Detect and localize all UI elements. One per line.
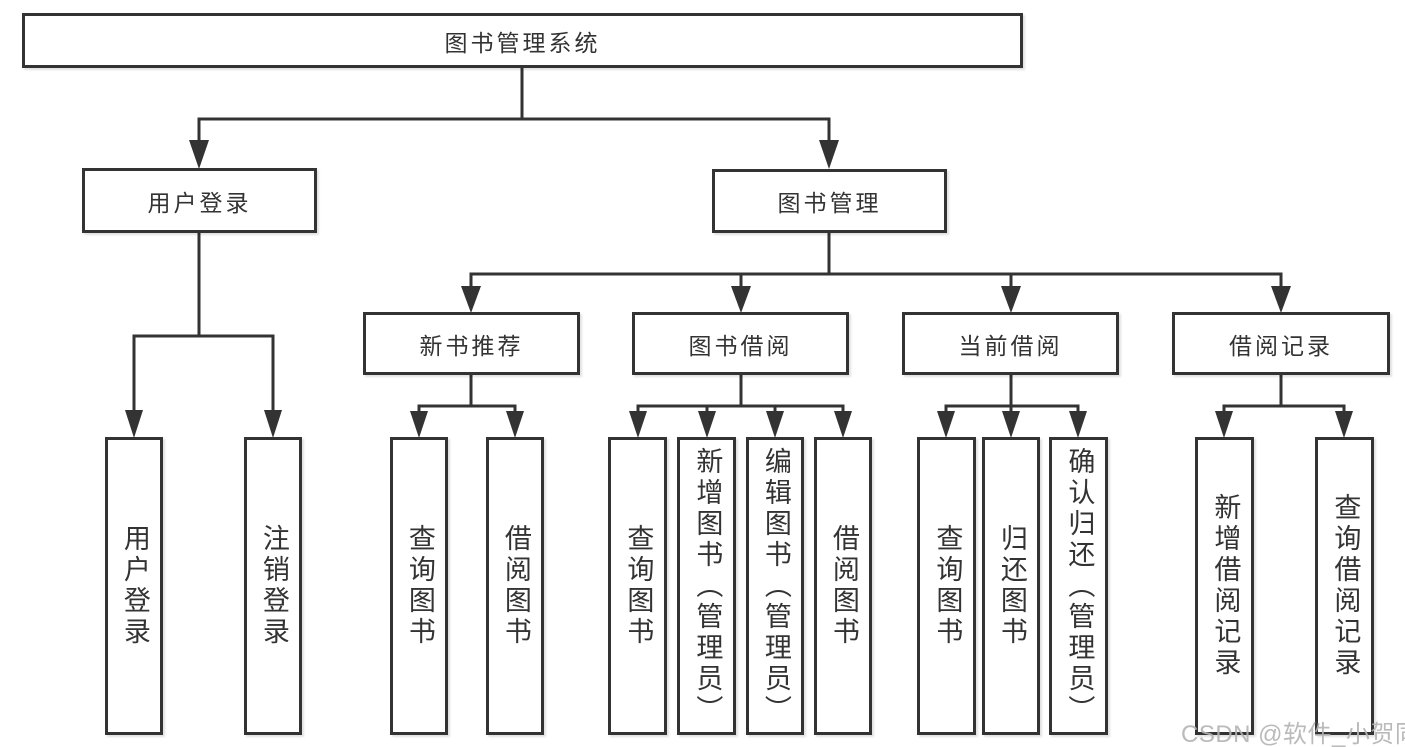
node-borrow-records: 借阅记录 xyxy=(1172,312,1390,375)
leaf-query-books-borrow: 查询图书 xyxy=(608,437,667,735)
node-label: 图书管理系统 xyxy=(444,29,601,56)
leaf-return-books: 归还图书 xyxy=(982,437,1040,735)
connector-root-to-level2 xyxy=(189,66,839,169)
node-root-library-system: 图书管理系统 xyxy=(22,13,1023,68)
node-label: 注销登录 xyxy=(258,524,289,648)
leaf-user-login: 用户登录 xyxy=(105,437,163,735)
node-label: 当前借阅 xyxy=(958,332,1063,359)
leaf-borrow-books: 借阅图书 xyxy=(814,437,872,735)
connector-book-borrow-to-leaves xyxy=(629,373,852,438)
leaf-add-borrow-record: 新增借阅记录 xyxy=(1195,437,1254,735)
node-user-login: 用户登录 xyxy=(82,168,317,233)
node-label: 用户登录 xyxy=(147,189,252,216)
node-label: 用户登录 xyxy=(119,524,150,648)
node-label: 图书管理 xyxy=(777,190,882,216)
leaf-edit-books-admin: 编辑图书（管理员） xyxy=(746,437,804,735)
node-label: 图书借阅 xyxy=(688,332,793,359)
leaf-query-borrow-record: 查询借阅记录 xyxy=(1315,437,1374,735)
node-label: 新增图书（管理员） xyxy=(692,446,723,726)
connector-borrow-records-to-leaves xyxy=(1215,373,1353,438)
leaf-add-books-admin: 新增图书（管理员） xyxy=(677,437,736,735)
csdn-watermark: CSDN @软件_小贺同学 xyxy=(1181,721,1405,747)
node-label: 借阅记录 xyxy=(1229,332,1333,359)
node-label: 新增借阅记录 xyxy=(1210,493,1241,679)
node-label: 查询图书 xyxy=(932,524,963,648)
node-label: 查询图书 xyxy=(623,524,654,648)
node-book-borrow: 图书借阅 xyxy=(632,312,849,375)
node-current-borrow: 当前借阅 xyxy=(902,312,1119,375)
node-label: 借阅图书 xyxy=(500,524,531,648)
connector-user-login-to-leaves xyxy=(125,231,282,438)
leaf-query-books-current: 查询图书 xyxy=(917,437,976,735)
node-label: 新书推荐 xyxy=(419,332,524,359)
node-label: 归还图书 xyxy=(996,524,1027,648)
leaf-confirm-return-admin: 确认归还（管理员） xyxy=(1049,437,1108,735)
node-book-management: 图书管理 xyxy=(712,169,947,233)
node-label: 借阅图书 xyxy=(828,524,859,648)
node-label: 查询图书 xyxy=(404,524,435,648)
node-new-book-recommend: 新书推荐 xyxy=(363,312,580,375)
connector-new-book-recommend-to-leaves xyxy=(410,373,524,438)
connector-current-borrow-to-leaves xyxy=(937,373,1087,438)
node-label: 编辑图书（管理员） xyxy=(760,446,791,726)
node-label: 确认归还（管理员） xyxy=(1064,446,1095,726)
leaf-logout: 注销登录 xyxy=(244,437,302,735)
connector-book-management-to-level3 xyxy=(461,231,1291,313)
leaf-borrow-books-recommend: 借阅图书 xyxy=(486,437,544,735)
node-label: 查询借阅记录 xyxy=(1330,493,1361,679)
leaf-query-books-recommend: 查询图书 xyxy=(390,437,448,735)
